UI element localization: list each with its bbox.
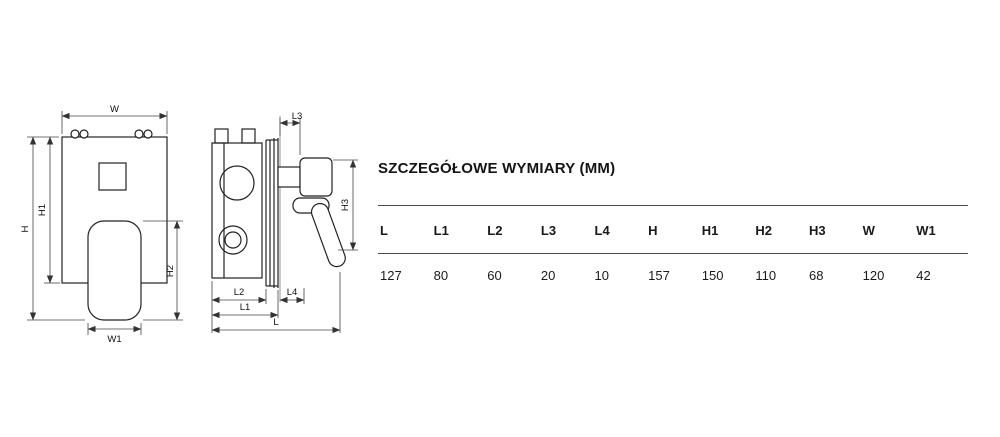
side-view	[211, 116, 346, 302]
side-view-dimension-labels: L3 H3 L2 L4 L1 L	[234, 111, 351, 328]
dim-label-h3: H3	[340, 199, 351, 211]
table-header-cell: L3	[538, 205, 593, 254]
table-header-cell: W1	[914, 205, 968, 254]
table-header-cell: W	[860, 205, 915, 254]
mount-ear-icon	[79, 129, 89, 139]
technical-drawing: W H H1 H2 W1	[20, 104, 358, 345]
table-value-row: 127 80 60 20 10 157 150 110 68 120 42	[378, 254, 968, 296]
dim-label-l2: L2	[234, 287, 245, 298]
table-value-cell: 120	[862, 268, 885, 283]
section-title: SZCZEGÓŁOWE WYMIARY (MM)	[378, 160, 616, 177]
table-value-cell: 42	[916, 268, 931, 283]
table-header-cell: H1	[699, 205, 754, 254]
table-value-cell: 157	[648, 268, 670, 283]
table-value-cell: 60	[487, 268, 502, 283]
table-header-cell: L4	[592, 205, 647, 254]
table-value-cell: 20	[540, 268, 556, 283]
connector-circle-inner	[224, 231, 242, 249]
side-body	[211, 142, 263, 279]
table-value-cell: 150	[701, 268, 724, 283]
valve-circle	[219, 165, 255, 201]
mount-ear-icon	[143, 129, 153, 139]
table-value-cell: 10	[594, 268, 609, 283]
table-header-cell: L2	[485, 205, 539, 254]
dim-label-h2: H2	[165, 265, 176, 277]
dim-label-l: L	[273, 317, 278, 328]
dim-label-l3: L3	[292, 111, 303, 122]
table-header-cell: H3	[807, 205, 861, 254]
dim-label-w: W	[110, 104, 119, 115]
table-header-cell: L1	[431, 205, 486, 254]
table-header-cell: H	[646, 205, 700, 254]
side-knob	[299, 157, 333, 197]
front-button	[98, 162, 127, 191]
dim-label-h: H	[20, 225, 31, 232]
table-value-cell: 127	[380, 268, 402, 283]
table-value-cell: 80	[433, 268, 449, 283]
side-view-dimension-lines	[211, 118, 358, 334]
side-top-tab	[214, 128, 229, 144]
front-handle	[87, 220, 142, 321]
table-header-cell: H2	[753, 205, 807, 254]
table-value-cell: 110	[755, 268, 777, 283]
front-view	[61, 129, 168, 321]
dim-label-l1: L1	[240, 302, 251, 313]
front-view-dimension-lines	[27, 111, 183, 335]
mount-ear-icon	[70, 129, 80, 139]
mount-ear-icon	[134, 129, 144, 139]
side-top-tab	[241, 128, 256, 144]
table-value-cell: 68	[809, 268, 824, 283]
front-view-dimension-labels: W H H1 H2 W1	[20, 104, 176, 345]
table-header-cell: L	[378, 205, 432, 254]
connector-circle-outer	[218, 225, 248, 255]
lever-handle	[310, 202, 346, 268]
dim-label-h1: H1	[37, 204, 48, 216]
dim-label-w1: W1	[107, 334, 121, 345]
dim-label-l4: L4	[287, 287, 298, 298]
knob-stem	[277, 166, 301, 188]
